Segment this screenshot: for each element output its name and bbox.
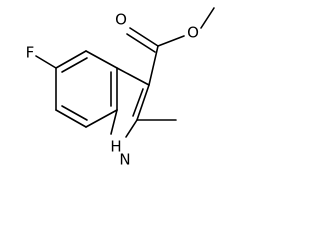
- bond-c7-c7a: [85, 109, 118, 128]
- bond-carbonyl-c-o-double-a: [129, 27, 159, 47]
- bond-carbonyl-c-o-double-b: [126, 33, 156, 53]
- bond-c3-c2-inner: [132, 88, 144, 117]
- bond-c2-n1: [125, 119, 138, 138]
- bond-c5-f: [35, 55, 57, 69]
- bond-c4-c5: [55, 50, 87, 69]
- atom-nitrogen: N: [119, 151, 130, 169]
- bond-o-ester-methyl: [200, 7, 215, 29]
- bond-c3a-c3: [116, 67, 150, 86]
- bond-c3-carbonyl-c: [148, 45, 159, 86]
- atom-nh-hydrogen: H: [110, 138, 121, 156]
- atom-oxygen-carbonyl: O: [115, 11, 127, 29]
- bond-carbonyl-c-o-ester: [157, 35, 185, 47]
- atom-oxygen-ester: O: [187, 24, 199, 42]
- indole-structure-diagram: F O O H N: [26, 7, 215, 169]
- bond-c3-c2: [136, 84, 150, 121]
- bond-c6-c7: [55, 109, 87, 128]
- bond-c3a-c4: [85, 50, 118, 69]
- bond-c4-c5-inner: [61, 57, 88, 73]
- bond-c6-c7-inner: [61, 105, 88, 121]
- bond-n1-c7a: [110, 109, 118, 135]
- atom-fluorine: F: [26, 44, 35, 62]
